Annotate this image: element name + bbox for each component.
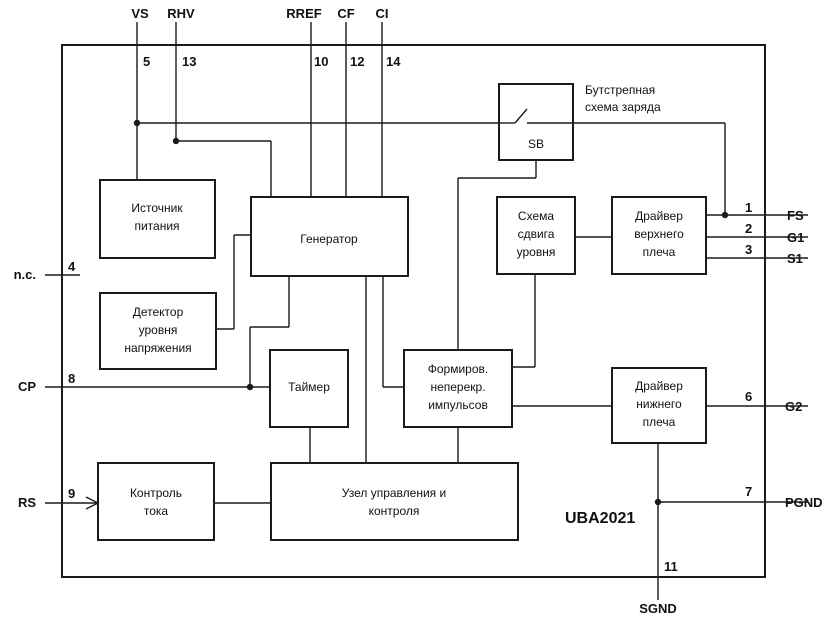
block-level-shifter: Схема сдвига уровня xyxy=(496,196,576,275)
signal-cp: CP xyxy=(18,379,36,394)
voltage-detector-line-2: уровня xyxy=(139,323,178,337)
pulse-former-line-3: импульсов xyxy=(428,398,488,412)
timer-label: Таймер xyxy=(288,380,330,394)
block-generator: Генератор xyxy=(250,196,409,277)
block-current-control: Контроль тока xyxy=(97,462,215,541)
pin-vs: 5 xyxy=(143,54,150,69)
pin-rref: 10 xyxy=(314,54,328,69)
control-unit-line-2: контроля xyxy=(369,504,420,518)
junction-dots xyxy=(133,119,729,506)
pin-ci: 14 xyxy=(386,54,401,69)
block-timer: Таймер xyxy=(269,349,349,428)
low-driver-line-3: плеча xyxy=(643,415,676,429)
block-high-side-driver: Драйвер верхнего плеча xyxy=(611,196,707,275)
block-bootstrap-switch: SB xyxy=(498,83,574,161)
signal-cf: CF xyxy=(337,6,354,21)
low-driver-line-2: нижнего xyxy=(636,397,682,411)
power-supply-line-2: питания xyxy=(134,219,179,233)
high-driver-line-2: верхнего xyxy=(634,227,684,241)
pin-fs: 1 xyxy=(745,200,752,215)
power-supply-line-1: Источник xyxy=(131,201,183,215)
signal-sgnd: SGND xyxy=(639,601,677,616)
signal-ci: CI xyxy=(376,6,389,21)
pin-s1: 3 xyxy=(745,242,752,257)
pin-pgnd: 7 xyxy=(745,484,752,499)
level-shifter-line-1: Схема xyxy=(518,209,554,223)
block-low-side-driver: Драйвер нижнего плеча xyxy=(611,367,707,444)
bootstrap-caption-line-2: схема заряда xyxy=(585,100,661,114)
high-driver-line-1: Драйвер xyxy=(635,209,683,223)
pin-nc: 4 xyxy=(68,259,76,274)
block-voltage-detector: Детектор уровня напряжения xyxy=(99,292,217,370)
signal-vs: VS xyxy=(131,6,149,21)
level-shifter-line-3: уровня xyxy=(517,245,556,259)
pin-cf: 12 xyxy=(350,54,364,69)
current-control-line-2: тока xyxy=(144,504,169,518)
signal-g2: G2 xyxy=(785,399,802,414)
signal-rhv: RHV xyxy=(167,6,195,21)
high-driver-line-3: плеча xyxy=(643,245,676,259)
bootstrap-caption-line-1: Бутстрепная xyxy=(585,83,655,97)
level-shifter-line-2: сдвига xyxy=(518,227,555,241)
signal-nc: n.c. xyxy=(14,267,36,282)
signal-s1: S1 xyxy=(787,251,803,266)
pin-rs: 9 xyxy=(68,486,75,501)
pin-rhv: 13 xyxy=(182,54,196,69)
pin-g1: 2 xyxy=(745,221,752,236)
signal-pgnd: PGND xyxy=(785,495,823,510)
low-driver-line-1: Драйвер xyxy=(635,379,683,393)
signal-labels: VS RHV RREF CF CI n.c. CP RS FS G1 S1 G2… xyxy=(14,6,823,616)
pin-numbers: 5 13 10 12 14 4 8 9 1 2 3 6 7 11 xyxy=(68,54,752,574)
signal-fs: FS xyxy=(787,208,804,223)
block-power-supply: Источник питания xyxy=(99,179,216,259)
pin-sgnd: 11 xyxy=(664,559,678,574)
chip-name: UBA2021 xyxy=(565,510,635,527)
block-pulse-former: Формиров. неперекр. импульсов xyxy=(403,349,513,428)
signal-rs: RS xyxy=(18,495,36,510)
pulse-former-line-1: Формиров. xyxy=(428,362,488,376)
control-unit-line-1: Узел управления и xyxy=(342,486,446,500)
pin-g2: 6 xyxy=(745,389,752,404)
generator-label: Генератор xyxy=(300,232,358,246)
pulse-former-line-2: неперекр. xyxy=(430,380,485,394)
pin-cp: 8 xyxy=(68,371,75,386)
signal-g1: G1 xyxy=(787,230,804,245)
voltage-detector-line-1: Детектор xyxy=(133,305,184,319)
voltage-detector-line-3: напряжения xyxy=(124,341,191,355)
current-control-line-1: Контроль xyxy=(130,486,182,500)
bootstrap-switch-label: SB xyxy=(528,137,544,151)
signal-rref: RREF xyxy=(286,6,321,21)
block-control-unit: Узел управления и контроля xyxy=(270,462,519,541)
chip-outline xyxy=(61,44,766,578)
